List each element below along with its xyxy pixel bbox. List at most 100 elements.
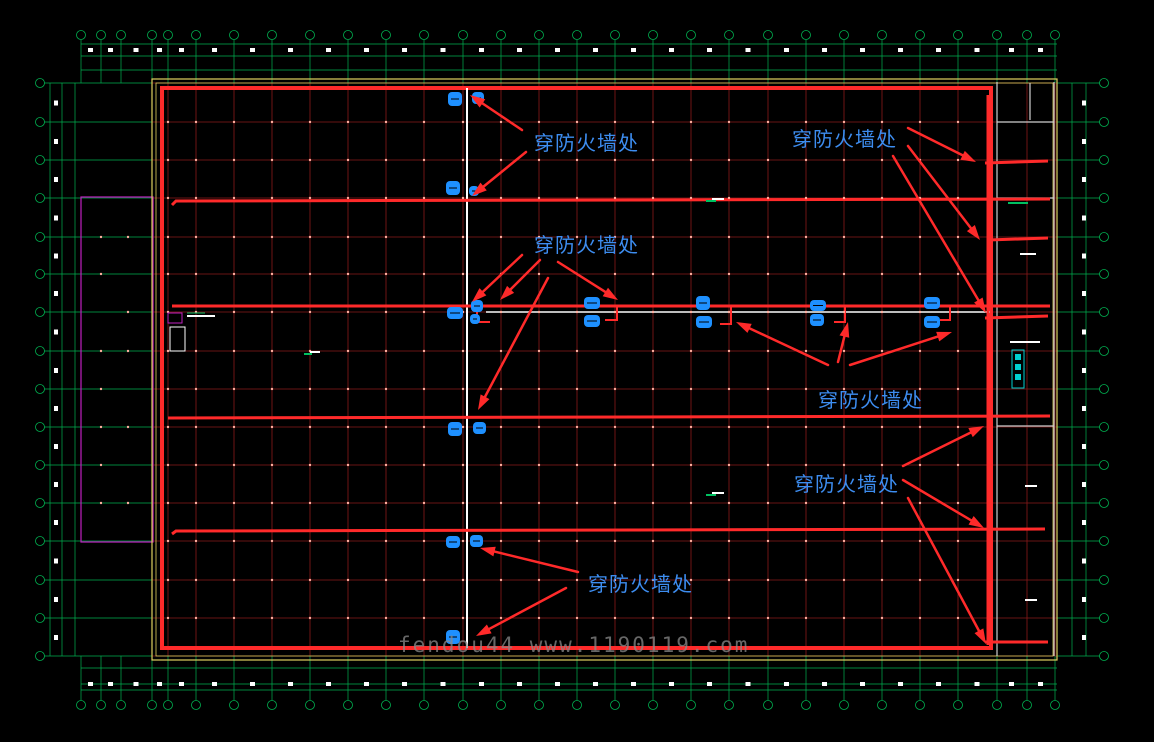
- dimension-tick: [1082, 520, 1086, 525]
- axis-bubble-left: [35, 575, 45, 585]
- axis-bubble-bottom: [343, 700, 353, 710]
- sprinkler-head: [918, 310, 922, 314]
- sprinkler-head: [842, 272, 846, 276]
- sprinkler-head: [126, 310, 130, 314]
- dimension-tick: [54, 100, 58, 106]
- sprinkler-head: [766, 387, 770, 391]
- arrow-shaft: [482, 150, 528, 188]
- axis-bubble-bottom: [953, 700, 963, 710]
- annotation-firewall-mid-right: 穿防火墙处: [818, 388, 923, 412]
- sprinkler-head: [308, 578, 312, 582]
- valve: [446, 181, 460, 195]
- dimension-tick: [631, 48, 636, 52]
- axis-bubble-bottom: [572, 700, 582, 710]
- sprinkler-heads: [99, 120, 960, 620]
- dimension-tick: [1009, 48, 1014, 52]
- annex-outline: [80, 196, 154, 543]
- sprinkler-head: [766, 235, 770, 239]
- sprinkler-head: [270, 463, 274, 467]
- sprinkler-head: [651, 463, 655, 467]
- arrow-head: [472, 182, 487, 196]
- dimension-tick: [479, 682, 484, 686]
- arrow-head: [476, 624, 492, 636]
- dimension-tick: [288, 682, 293, 686]
- valve: [924, 297, 940, 309]
- sprinkler-head: [727, 578, 731, 582]
- sprinkler-head: [804, 425, 808, 429]
- dimension-tick: [1082, 482, 1086, 487]
- valve: [696, 296, 710, 310]
- axis-bubble-bottom: [163, 700, 173, 710]
- dimension-tick: [631, 682, 636, 686]
- dimension-tick: [440, 48, 446, 52]
- arrow-head: [839, 322, 850, 338]
- dimension-tick: [593, 682, 598, 686]
- dimension-tick: [54, 444, 58, 449]
- sprinkler-head: [537, 349, 541, 353]
- sprinkler-head: [537, 616, 541, 620]
- arrow-shaft: [906, 126, 964, 157]
- sprinkler-head: [422, 120, 426, 124]
- axis-bubble-right: [1099, 422, 1109, 432]
- dimension-tick: [517, 48, 522, 52]
- sprinkler-head: [766, 158, 770, 162]
- axis-bubble-top: [191, 30, 201, 40]
- axis-bubble-right: [1099, 575, 1109, 585]
- sprinkler-head: [422, 425, 426, 429]
- dimension-tick: [1082, 215, 1086, 221]
- axis-bubble-right: [1099, 498, 1109, 508]
- callout-arrow: [478, 276, 550, 410]
- sprinkler-head: [766, 349, 770, 353]
- dimension-tick: [54, 520, 58, 525]
- axis-bubble-bottom: [1050, 700, 1060, 710]
- dimension-tick: [108, 682, 113, 686]
- dimension-tick: [402, 48, 407, 52]
- sprinkler-head: [422, 387, 426, 391]
- sprinkler-head: [166, 120, 170, 124]
- dimension-tick: [1082, 291, 1086, 296]
- sprinkler-head: [575, 387, 579, 391]
- axis-bubble-bottom: [381, 700, 391, 710]
- sprinkler-head: [651, 387, 655, 391]
- sprinkler-head: [499, 349, 503, 353]
- axis-bubble-left: [35, 498, 45, 508]
- sprinkler-head: [308, 120, 312, 124]
- axis-bubble-top: [305, 30, 315, 40]
- axis-bubble-top: [147, 30, 157, 40]
- dimension-tick: [364, 682, 369, 686]
- sprinkler-head: [232, 578, 236, 582]
- dimension-tick: [974, 48, 980, 52]
- sprinkler-head: [166, 463, 170, 467]
- sprinkler-head: [918, 539, 922, 543]
- axis-bubble-top: [915, 30, 925, 40]
- sprinkler-head: [575, 463, 579, 467]
- sprinkler-head: [537, 387, 541, 391]
- sprinkler-head: [537, 578, 541, 582]
- axis-bubble-bottom: [76, 700, 86, 710]
- annotation-firewall-mid-center: 穿防火墙处: [534, 233, 639, 257]
- sprinkler-head: [384, 539, 388, 543]
- dimension-tick: [133, 682, 139, 686]
- sprinkler-head: [166, 501, 170, 505]
- sprinkler-head: [956, 616, 960, 620]
- sprinkler-head: [804, 463, 808, 467]
- annotation-firewall-bottom-center: 穿防火墙处: [588, 572, 693, 596]
- sprinkler-head: [270, 616, 274, 620]
- axis-bubble-top: [1022, 30, 1032, 40]
- sprinkler-head: [727, 387, 731, 391]
- dimension-tick: [707, 682, 712, 686]
- axis-bubble-left: [35, 269, 45, 279]
- sprinkler-head: [766, 272, 770, 276]
- sprinkler-head: [461, 349, 465, 353]
- sprinkler-head: [308, 501, 312, 505]
- sprinkler-head: [499, 463, 503, 467]
- dimension-tick: [898, 682, 903, 686]
- sprinkler-head: [499, 425, 503, 429]
- sprinkler-head: [461, 463, 465, 467]
- axis-bubble-top: [458, 30, 468, 40]
- sprinkler-head: [880, 349, 884, 353]
- sprinkler-head: [537, 501, 541, 505]
- sprinkler-head: [727, 425, 731, 429]
- arrow-shaft: [901, 478, 973, 522]
- axis-grid: [44, 40, 1100, 700]
